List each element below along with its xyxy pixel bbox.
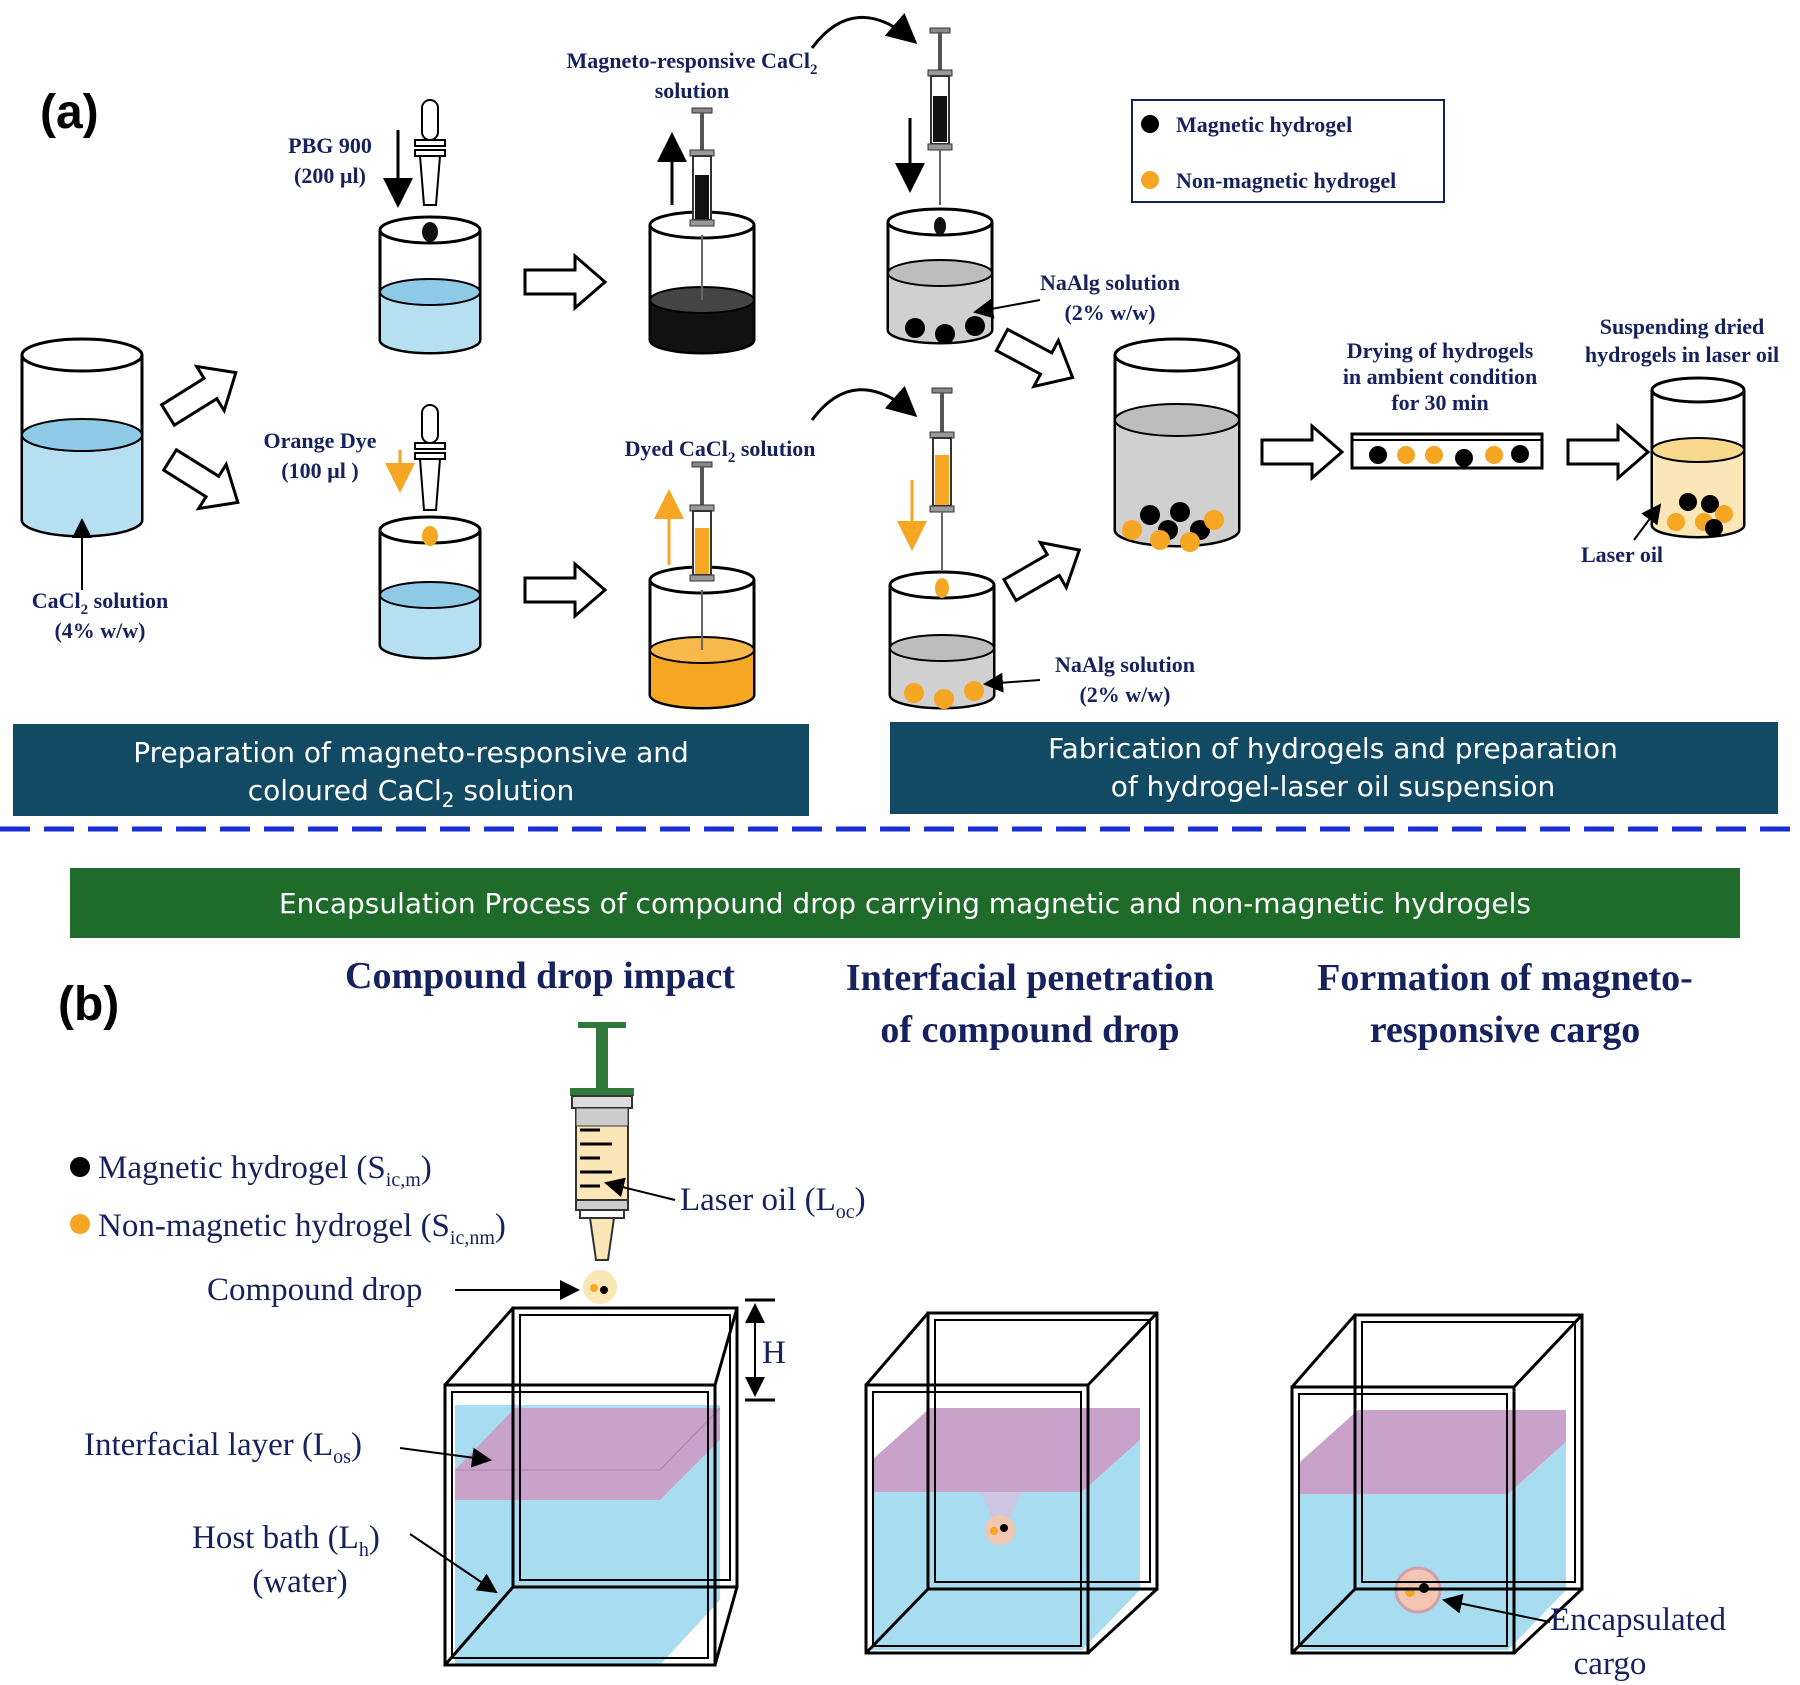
naalg-top-label: NaAlg solution	[1040, 270, 1180, 295]
arrow-down-branch	[154, 436, 254, 526]
banner-b	[70, 868, 1740, 938]
orange-dye-volume: (100 µl )	[281, 458, 358, 483]
laser-oil-pointer	[1633, 503, 1662, 541]
cacl2-beaker	[20, 337, 144, 590]
stage3-title-2: responsive cargo	[1370, 1009, 1641, 1051]
orange-dye-dropper	[385, 404, 446, 546]
mixed-beaker	[1113, 337, 1241, 552]
magneto-solution-label: Magneto-responsive CaCl2	[567, 48, 818, 78]
pbg-beaker	[378, 215, 482, 355]
interfacial-layer-label: Interfacial layer (Los)	[84, 1427, 362, 1468]
panel-a-label: (a)	[40, 86, 99, 139]
naalg-bottom-pointer	[983, 672, 1041, 693]
pbg-volume: (200 µl)	[294, 163, 366, 188]
height-dimension	[745, 1298, 775, 1402]
legend-b-magnetic: Magnetic hydrogel (Sic,m)	[98, 1150, 432, 1191]
banner-left-line1: Preparation of magneto-responsive and	[133, 736, 689, 769]
pbg-dropper	[383, 99, 446, 242]
suspending-label-2: hydrogels in laser oil	[1585, 342, 1779, 367]
arrow-up-branch	[152, 349, 252, 439]
banner-b-text: Encapsulation Process of compound drop c…	[279, 887, 1531, 920]
pbg-label: PBG 900	[288, 133, 372, 158]
host-bath-pointer	[409, 1533, 498, 1594]
tank-impact	[443, 1306, 739, 1667]
tank-cargo	[1290, 1313, 1584, 1655]
banner-left-line2: coloured CaCl2 solution	[248, 774, 575, 812]
stage3-title-1: Formation of magneto-	[1317, 957, 1693, 999]
encapsulated-label-1: Encapsulated	[1550, 1602, 1726, 1638]
orange-dye-beaker	[378, 515, 482, 660]
naalg-top-syringe	[895, 27, 953, 205]
arrow-top-to-mixed	[988, 315, 1087, 403]
curved-arrow-top	[810, 12, 918, 49]
arrow-to-laser-oil	[1566, 424, 1650, 480]
naalg-top-conc: (2% w/w)	[1064, 300, 1155, 325]
banner-right	[890, 722, 1778, 814]
arrow-to-dyed	[523, 562, 607, 618]
dyed-beaker	[648, 565, 756, 710]
legend-nonmagnetic-label: Non-magnetic hydrogel	[1176, 168, 1396, 193]
encapsulated-label-2: cargo	[1574, 1646, 1647, 1682]
stage1-title: Compound drop impact	[345, 955, 735, 997]
drying-label-1: Drying of hydrogels	[1347, 338, 1534, 363]
banner-left	[13, 724, 809, 816]
dyed-syringe	[654, 461, 715, 582]
laser-oil-b-label: Laser oil (Loc)	[680, 1182, 866, 1223]
compound-syringe	[570, 1022, 634, 1304]
drying-dish	[1350, 432, 1544, 470]
magneto-beaker	[648, 210, 756, 355]
panel-b-label: (b)	[58, 978, 119, 1031]
legend-b-nonmagnetic: Non-magnetic hydrogel (Sic,nm)	[98, 1208, 506, 1249]
magneto-syringe	[657, 107, 715, 227]
banner-right-line1: Fabrication of hydrogels and preparation	[1048, 732, 1618, 765]
naalg-bottom-beaker	[888, 570, 996, 710]
naalg-top-beaker	[886, 207, 994, 345]
tank-penetration	[864, 1311, 1159, 1655]
drying-label-2: in ambient condition	[1343, 364, 1537, 389]
host-bath-label: Host bath (Lh)	[192, 1520, 380, 1561]
legend-b-magnetic-dot	[70, 1157, 90, 1177]
naalg-top-pointer	[973, 298, 1041, 319]
arrow-bottom-to-mixed	[995, 525, 1094, 615]
encapsulated-pointer	[1442, 1593, 1551, 1623]
curved-arrow-bottom	[810, 385, 918, 421]
orange-dye-label: Orange Dye	[263, 428, 376, 453]
legend-magnetic-label: Magnetic hydrogel	[1176, 112, 1352, 137]
interfacial-pointer	[399, 1447, 492, 1468]
compound-drop-label: Compound drop	[207, 1272, 422, 1308]
stage2-title-2: of compound drop	[880, 1009, 1179, 1051]
naalg-bottom-syringe	[897, 387, 955, 570]
cacl2-conc: (4% w/w)	[54, 618, 145, 643]
dyed-solution-label: Dyed CaCl2 solution	[625, 436, 816, 466]
stage2-title-1: Interfacial penetration	[846, 957, 1214, 999]
drying-label-3: for 30 min	[1391, 390, 1488, 415]
legend-nonmagnetic-dot	[1141, 171, 1159, 189]
banner-right-line2: of hydrogel-laser oil suspension	[1111, 770, 1556, 803]
suspending-label-1: Suspending dried	[1600, 314, 1764, 339]
laser-oil-label: Laser oil	[1581, 542, 1663, 567]
height-label: H	[762, 1335, 786, 1371]
naalg-bottom-conc: (2% w/w)	[1079, 682, 1170, 707]
arrow-to-magneto	[523, 254, 607, 310]
laser-oil-b-pointer	[604, 1177, 676, 1201]
legend-a	[1131, 99, 1445, 203]
host-bath-water: (water)	[252, 1564, 347, 1600]
cacl2-label: CaCl2 solution	[32, 588, 168, 618]
arrow-to-drying	[1260, 424, 1344, 480]
naalg-bottom-label: NaAlg solution	[1055, 652, 1195, 677]
magneto-solution-label-2: solution	[655, 78, 730, 103]
laser-oil-beaker	[1650, 376, 1746, 539]
legend-magnetic-dot	[1141, 115, 1159, 133]
legend-b-nonmagnetic-dot	[70, 1214, 90, 1234]
